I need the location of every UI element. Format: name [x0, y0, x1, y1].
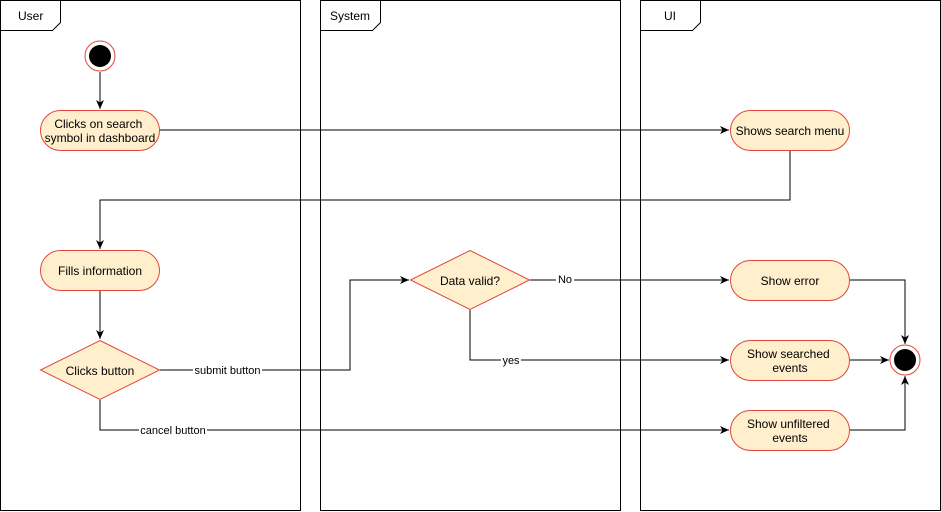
decision-clicks-button: Clicks button [39, 339, 161, 401]
edge-yes [469, 310, 729, 364]
action-show-unfiltered-events-line1: Show unfiltered [747, 417, 830, 431]
action-show-unfiltered-events: Show unfiltered events [730, 410, 850, 451]
end-node [889, 344, 921, 376]
edge-label-yes: yes [501, 354, 521, 367]
edge-label-submit: submit button [193, 364, 262, 377]
action-clicks-search: Clicks on search symbol in dashboard [40, 110, 160, 151]
action-show-searched-events: Show searched events [730, 340, 850, 381]
edge-label-cancel: cancel button [139, 424, 207, 437]
svg-text:Show searched events: Show searched events [747, 347, 833, 375]
lane-user-title: User [18, 9, 43, 23]
action-shows-search-menu: Shows search menu [730, 110, 850, 151]
edge-unfiltered-to-end [850, 376, 909, 431]
action-shows-search-menu-label: Shows search menu [736, 124, 845, 138]
action-show-searched-events-line1: Show searched [747, 347, 830, 361]
action-fills-information: Fills information [40, 250, 160, 291]
edge-label-no: No [556, 273, 574, 286]
edge-show-error-to-end [850, 279, 909, 344]
action-show-unfiltered-events-line2: events [772, 431, 807, 445]
decision-data-valid-label: Data valid? [440, 274, 500, 288]
start-node [84, 40, 116, 72]
decision-data-valid: Data valid? [409, 249, 531, 311]
lane-system-title: System [330, 9, 370, 23]
edge-label-yes-text: yes [502, 355, 520, 367]
edge-label-no-text: No [558, 274, 572, 286]
action-clicks-search-line1: Clicks on search [54, 117, 142, 131]
action-fills-information-label: Fills information [58, 264, 142, 278]
lane-ui-title: UI [664, 9, 676, 23]
action-show-error-label: Show error [761, 274, 820, 288]
edge-label-submit-text: submit button [194, 365, 260, 377]
edge-cancel-button [99, 400, 729, 434]
action-show-searched-events-line2: events [772, 361, 807, 375]
action-show-error: Show error [730, 260, 850, 301]
svg-text:Clicks on search symbol: Clicks on search symbol in dashboard [45, 117, 156, 145]
svg-text:Show unfiltered events: Show unfiltered events [747, 417, 833, 445]
edges [96, 72, 909, 434]
edge-label-cancel-text: cancel button [140, 425, 205, 437]
action-clicks-search-line2: symbol in dashboard [45, 131, 156, 145]
edge-shows-menu-to-fills-information [96, 150, 791, 249]
decision-clicks-button-label: Clicks button [66, 364, 135, 378]
